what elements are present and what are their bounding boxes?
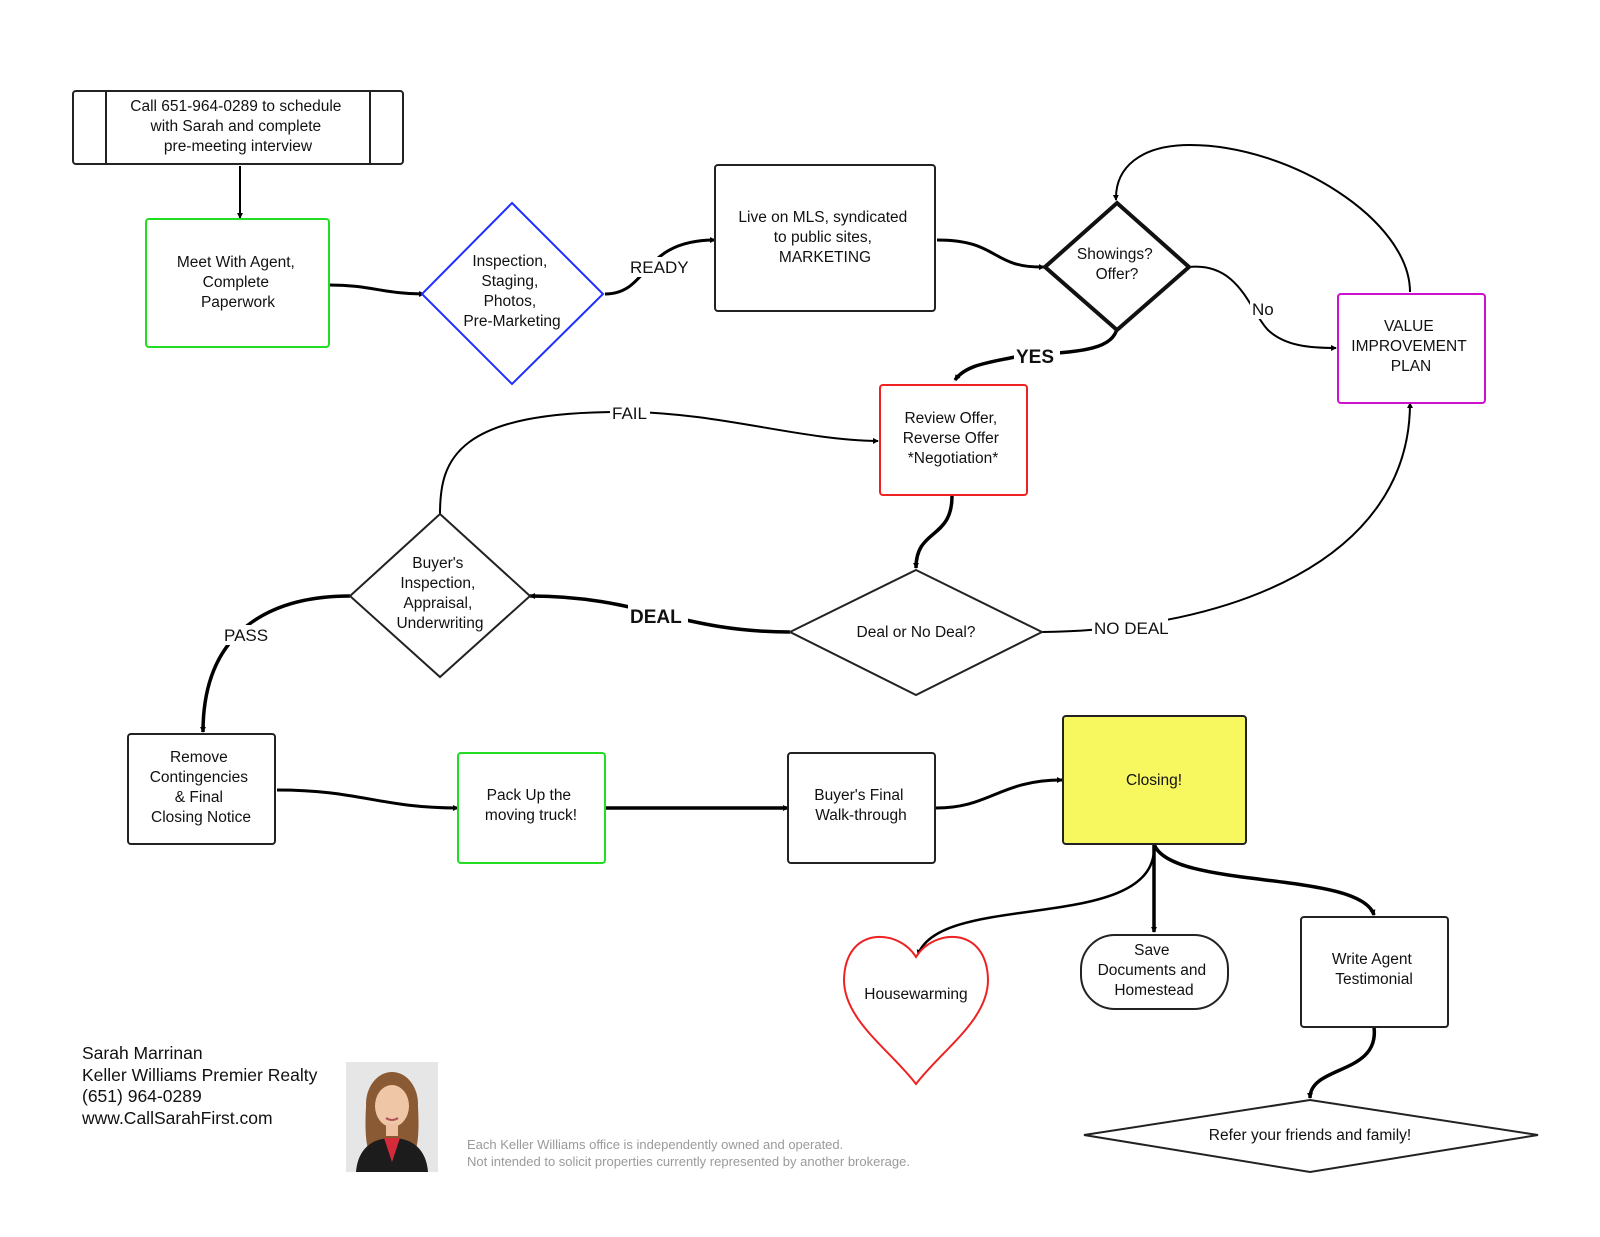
edge-showings-to-value: [1188, 265, 1337, 351]
node-testimonial: Write Agent Testimonial: [1300, 916, 1449, 1028]
review-offer-box: [879, 384, 1028, 496]
yes-label: YES: [1016, 347, 1054, 368]
closing-text: Closing!: [1126, 772, 1182, 789]
node-schedule: Call 651-964-0289 to schedule with Sarah…: [72, 90, 404, 165]
deal-label-bg: [628, 605, 688, 629]
disclaimer-line-1: Each Keller Williams office is independe…: [467, 1137, 844, 1152]
edge-live-to-showings: [936, 238, 1045, 271]
edge-remove-to-pack: [276, 788, 459, 811]
edge-buyer-inspection-to-remove: [200, 594, 351, 733]
edge-buyer-inspection-to-review: [439, 410, 879, 515]
agent-photo: [346, 1062, 438, 1172]
no-deal-label: NO DEAL: [1094, 619, 1169, 638]
buyer-inspection-diamond: [348, 512, 532, 679]
meet-agent-box: [145, 218, 330, 348]
node-housewarming: Housewarming: [842, 935, 990, 1086]
node-live-mls: Live on MLS, syndicated to public sites,…: [714, 164, 936, 312]
node-deal-or-no-deal: Deal or No Deal?: [787, 568, 1045, 697]
edge-walk-to-closing: [935, 777, 1063, 810]
edge-testimonial-to-refer: [1307, 1026, 1376, 1099]
showings-diamond: [1041, 200, 1193, 333]
deal-label: DEAL: [630, 607, 682, 628]
node-buyer-inspection: Buyer's Inspection, Appraisal, Underwrit…: [348, 512, 532, 679]
ready-label-bg: [628, 257, 686, 277]
pass-label-bg: [222, 625, 268, 645]
edge-value-to-showings: [1112, 143, 1411, 293]
no-deal-label-bg: [1092, 618, 1168, 638]
node-value-improvement: VALUE IMPROVEMENT PLAN: [1337, 293, 1486, 404]
value-improvement-box: [1337, 293, 1486, 404]
agent-website[interactable]: www.CallSarahFirst.com: [82, 1107, 273, 1128]
fail-label-bg: [610, 403, 650, 423]
review-offer-text: Review Offer, Reverse Offer *Negotiation…: [903, 410, 1004, 467]
closing-box: [1062, 715, 1247, 845]
refer-friends-text: Refer your friends and family!: [1209, 1127, 1411, 1144]
schedule-text: Call 651-964-0289 to schedule with Sarah…: [130, 98, 345, 155]
inspection-text: Inspection, Staging, Photos, Pre-Marketi…: [463, 253, 560, 330]
node-pack-up: Pack Up the moving truck!: [457, 752, 606, 864]
edge-closing-to-testimonial: [1152, 843, 1376, 916]
edges: [200, 143, 1413, 1099]
edge-labels: READY No YES FAIL DEAL NO DEAL PASS: [222, 257, 1276, 645]
live-mls-text: Live on MLS, syndicated to public sites,…: [738, 209, 911, 266]
testimonial-text: Write Agent Testimonial: [1332, 951, 1416, 988]
testimonial-box: [1300, 916, 1449, 1028]
save-documents-box: [1080, 934, 1229, 1010]
inspection-diamond: [420, 201, 605, 386]
schedule-box: [72, 90, 404, 165]
remove-contingencies-box: [127, 733, 276, 845]
pack-up-box: [457, 752, 606, 864]
no-label-bg: [1250, 299, 1276, 319]
no-label: No: [1252, 300, 1274, 319]
pass-label: PASS: [224, 626, 268, 645]
edge-meet-to-inspection: [329, 283, 425, 297]
edge-deal-to-value: [1041, 402, 1413, 633]
buyer-inspection-text: Buyer's Inspection, Appraisal, Underwrit…: [396, 555, 483, 632]
yes-label-bg: [1014, 345, 1060, 369]
disclaimer: Each Keller Williams office is independe…: [467, 1136, 910, 1170]
final-walkthrough-box: [787, 752, 936, 864]
agent-contact: Sarah Marrinan Keller Williams Premier R…: [82, 1043, 317, 1129]
meet-agent-text: Meet With Agent, Complete Paperwork: [177, 254, 299, 311]
final-walkthrough-text: Buyer's Final Walk-through: [814, 787, 907, 824]
portrait-illustration: [346, 1062, 438, 1172]
node-refer-friends: Refer your friends and family!: [1083, 1098, 1539, 1174]
refer-friends-diamond: [1083, 1098, 1539, 1174]
node-final-walkthrough: Buyer's Final Walk-through: [787, 752, 936, 864]
save-documents-text: Save Documents and Homestead: [1098, 942, 1211, 999]
node-review-offer: Review Offer, Reverse Offer *Negotiation…: [879, 384, 1028, 496]
node-closing: Closing!: [1062, 715, 1247, 845]
disclaimer-line-2: Not intended to solicit properties curre…: [467, 1154, 910, 1169]
heart-icon: [842, 935, 990, 1086]
deal-text: Deal or No Deal?: [857, 624, 976, 641]
showings-text: Showings? Offer?: [1077, 246, 1157, 283]
edge-review-to-deal: [913, 495, 954, 569]
node-inspection-staging: Inspection, Staging, Photos, Pre-Marketi…: [420, 201, 605, 386]
agent-company: Keller Williams Premier Realty: [82, 1064, 318, 1085]
deal-diamond: [787, 568, 1045, 697]
agent-phone: (651) 964-0289: [82, 1086, 202, 1106]
value-improvement-text: VALUE IMPROVEMENT PLAN: [1351, 318, 1470, 375]
node-showings: Showings? Offer?: [1041, 200, 1193, 333]
node-save-documents: Save Documents and Homestead: [1080, 934, 1229, 1010]
node-remove-contingencies: Remove Contingencies & Final Closing Not…: [127, 733, 276, 845]
live-mls-box: [714, 164, 936, 312]
fail-label: FAIL: [612, 404, 647, 423]
agent-name: Sarah Marrinan: [82, 1043, 203, 1063]
pack-up-text: Pack Up the moving truck!: [485, 787, 577, 824]
housewarming-text: Housewarming: [864, 986, 967, 1003]
ready-label: READY: [630, 258, 689, 277]
edge-closing-to-housewarming: [916, 843, 1156, 956]
node-meet-agent: Meet With Agent, Complete Paperwork: [145, 218, 330, 348]
remove-contingencies-text: Remove Contingencies & Final Closing Not…: [150, 749, 253, 826]
